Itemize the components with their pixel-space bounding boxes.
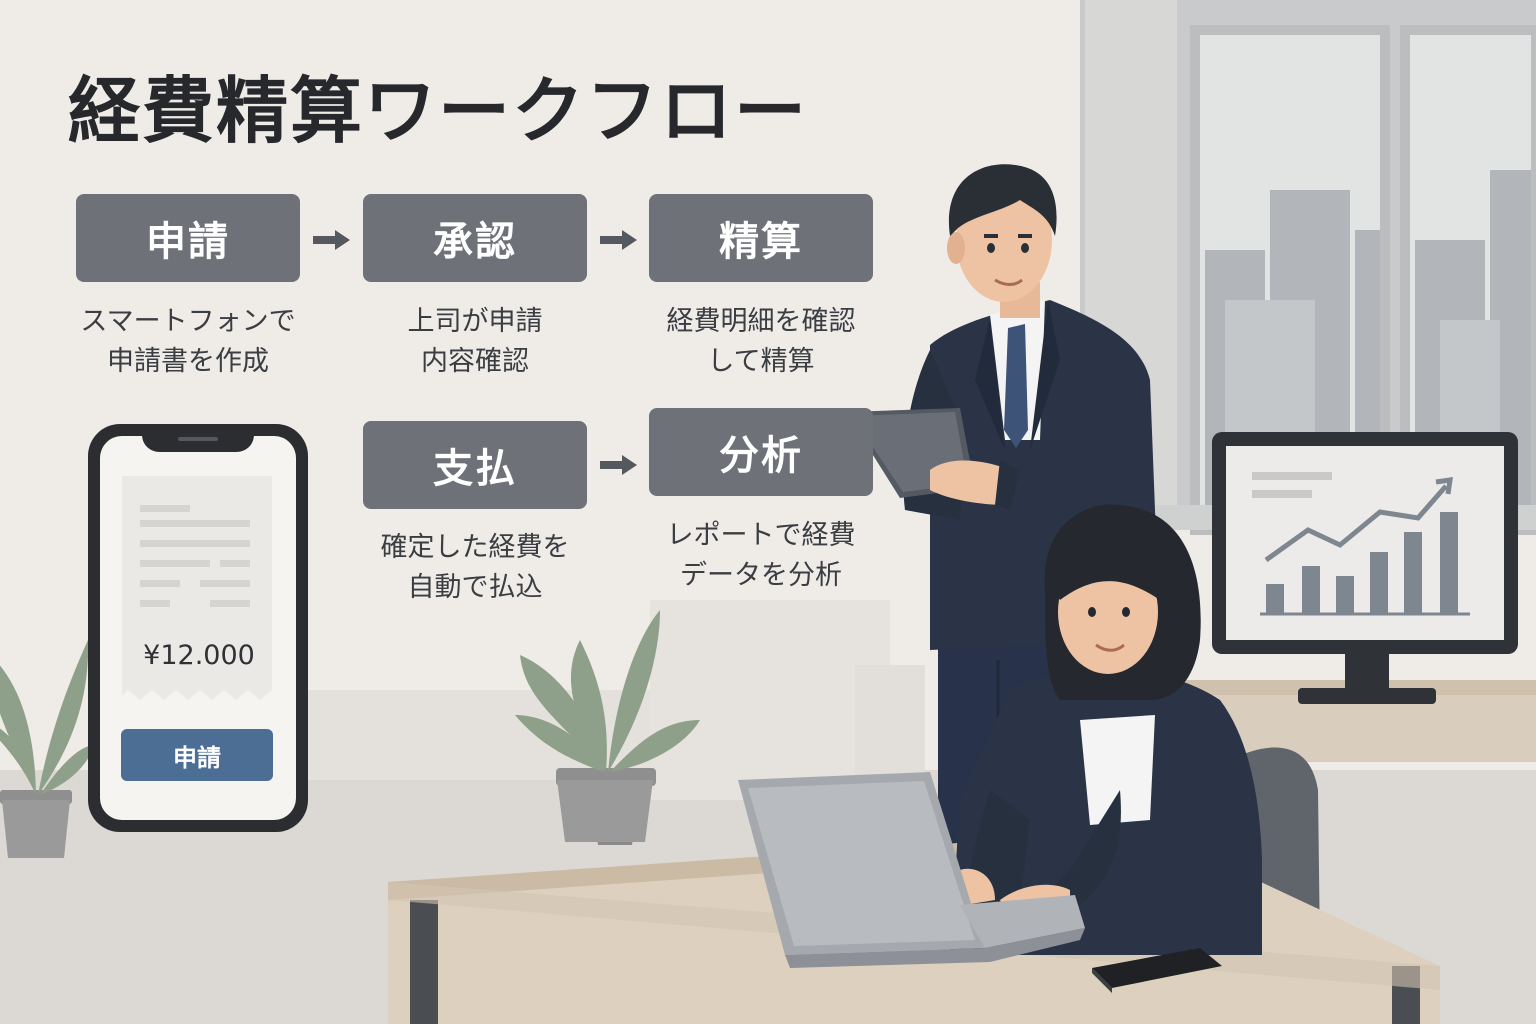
step-payment-box: 支払: [363, 421, 587, 509]
arrow-1-2: [313, 230, 350, 250]
arrow-4-5: [600, 455, 637, 475]
desc-line: スマートフォンで: [80, 306, 296, 337]
page-title: 経費精算ワークフロー: [68, 69, 809, 153]
desc-line: データを分析: [680, 560, 842, 591]
desc-line: して精算: [707, 346, 815, 377]
desc-line: 内容確認: [421, 346, 529, 377]
step-apply-box: 申請: [76, 194, 300, 282]
desc-line: 申請書を作成: [107, 346, 269, 377]
laptop: [738, 772, 1085, 968]
step-payment-desc: 確定した経費を 自動で払込: [345, 528, 605, 608]
step-approve-desc: 上司が申請 内容確認: [345, 302, 605, 382]
seated-woman: [950, 504, 1262, 955]
desc-line: 上司が申請: [407, 306, 543, 337]
apply-button[interactable]: 申請: [121, 729, 273, 781]
step-settle-desc: 経費明細を確認 して精算: [631, 302, 891, 382]
step-settle-box: 精算: [649, 194, 873, 282]
desk-phone: [1092, 948, 1222, 993]
plant-right: [515, 610, 700, 845]
desc-line: 経費明細を確認: [666, 306, 856, 337]
step-analysis-desc: レポートで経費 データを分析: [631, 516, 891, 596]
arrow-2-3: [600, 230, 637, 250]
plant-left: [0, 640, 95, 858]
step-apply-desc: スマートフォンで 申請書を作成: [58, 302, 318, 382]
receipt-amount: ¥12.000: [143, 640, 255, 671]
monitor: [1212, 432, 1518, 704]
desc-line: 確定した経費を: [380, 532, 570, 563]
desc-line: レポートで経費: [666, 520, 856, 551]
side-desk: [1150, 680, 1536, 762]
desc-line: 自動で払込: [407, 572, 543, 603]
step-analysis-box: 分析: [649, 408, 873, 496]
step-approve-box: 承認: [363, 194, 587, 282]
